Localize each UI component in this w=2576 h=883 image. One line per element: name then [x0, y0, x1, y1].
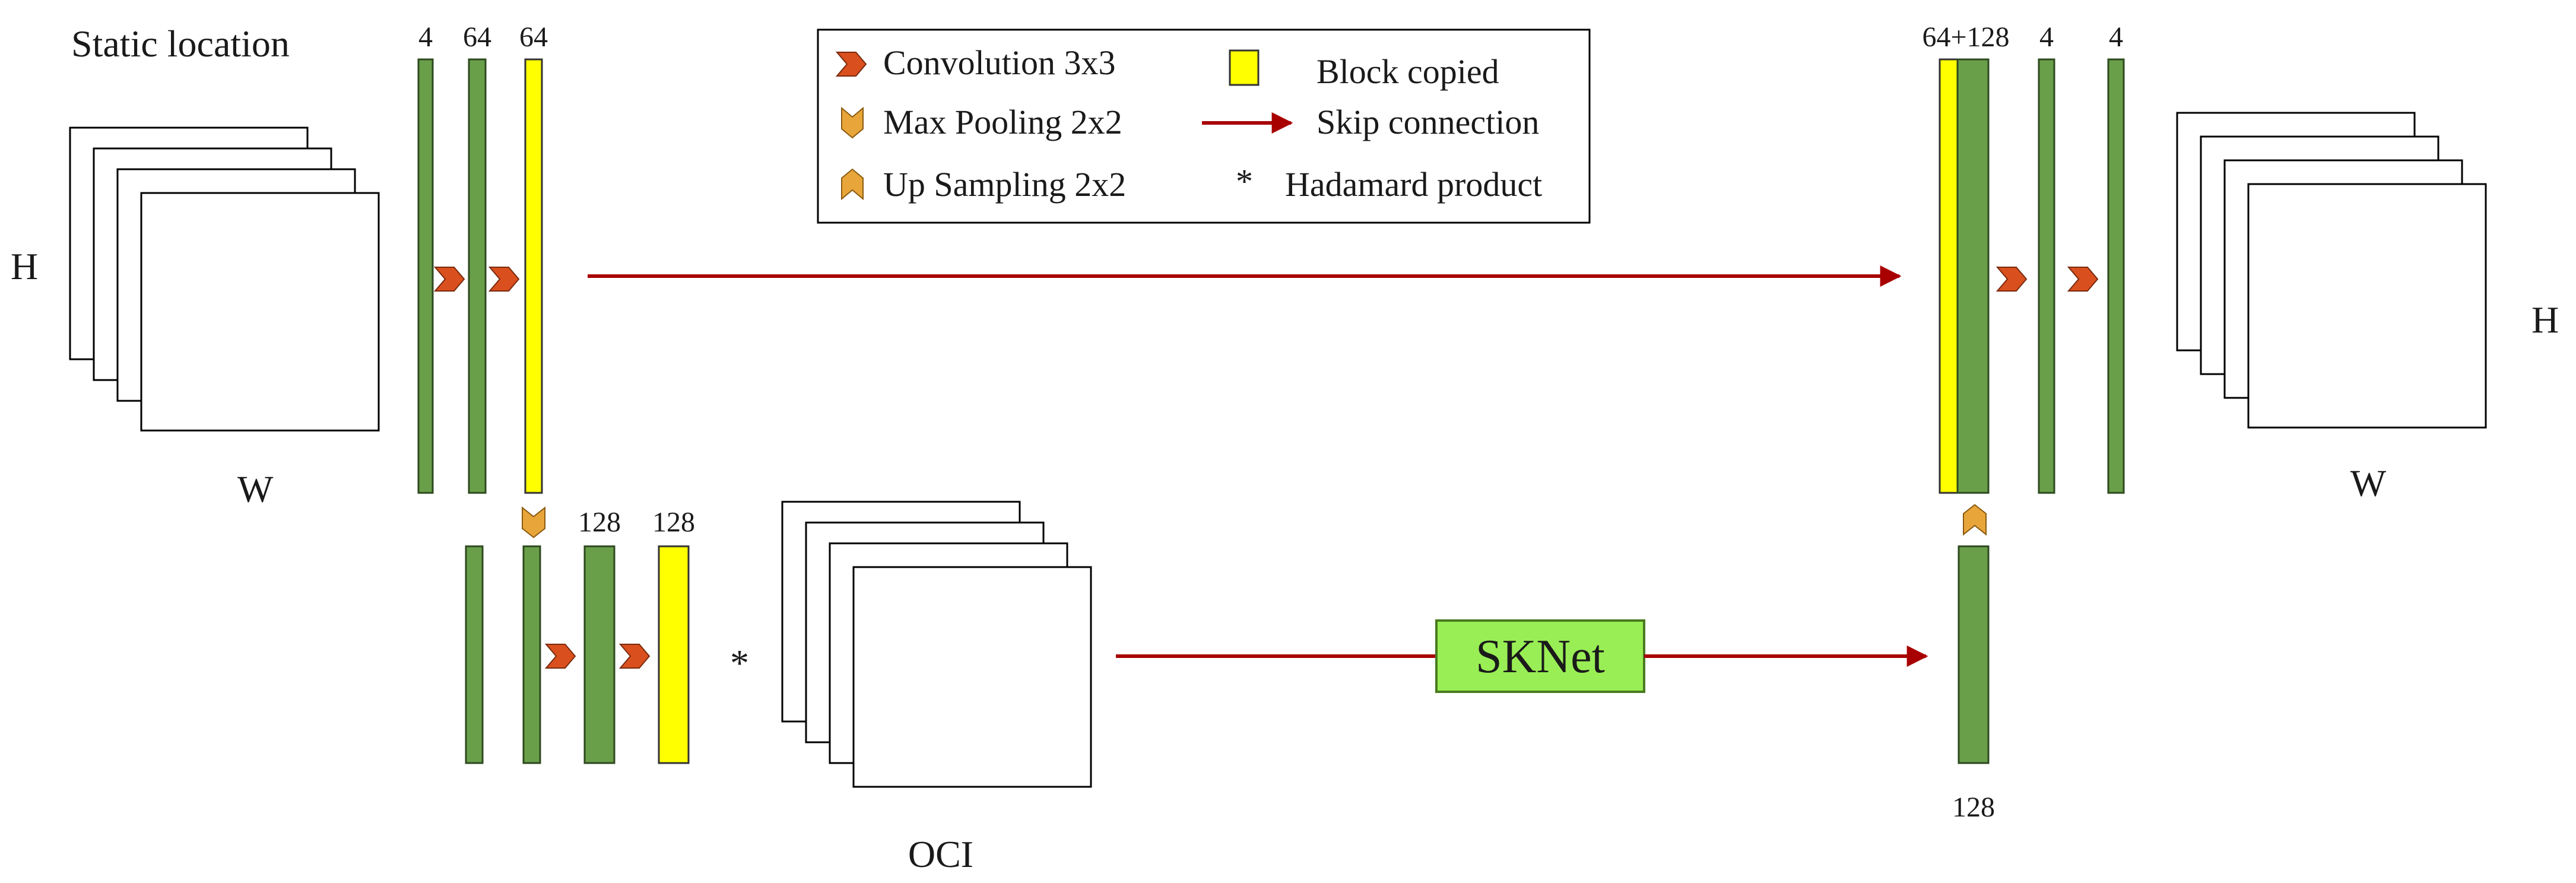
static-location-title: Static location — [71, 23, 290, 65]
sknet-label: SKNet — [1476, 631, 1605, 683]
legend-convolution-text: Convolution 3x3 — [883, 43, 1116, 82]
channel-label-64a: 64 — [463, 21, 491, 53]
channel-label-4a: 4 — [2039, 21, 2054, 53]
decoder-bar-copied — [1939, 58, 1959, 494]
output-stack — [2176, 112, 2487, 429]
hadamard-symbol: * — [730, 642, 749, 684]
encoder-bar-4 — [417, 58, 434, 494]
legend-block-copied-icon — [1229, 49, 1260, 86]
decoder-bottom-bar-128 — [1958, 545, 1990, 764]
lower-bar-pooled — [465, 545, 484, 764]
channel-label-64-128: 64+128 — [1922, 21, 2009, 53]
conv-marker-icon — [1996, 267, 2028, 292]
channel-label-128a: 128 — [578, 507, 621, 538]
legend-max-pooling-text: Max Pooling 2x2 — [883, 103, 1122, 141]
lower-bar-input — [522, 545, 541, 764]
input-width-label: W — [237, 468, 274, 510]
lower-bar-128b-copied — [658, 545, 690, 764]
decoder-bar-concat — [1956, 58, 1990, 494]
channel-label-4: 4 — [418, 21, 433, 53]
output-width-label: W — [2350, 462, 2387, 504]
legend: Convolution 3x3 Max Pooling 2x2 Up Sampl… — [817, 29, 1591, 224]
legend-max-pooling-icon — [841, 106, 864, 139]
legend-up-sampling-icon — [841, 168, 864, 201]
legend-skip-connection-text: Skip connection — [1316, 103, 1539, 141]
encoder-bar-64b-copied — [524, 58, 543, 494]
oci-label: OCI — [908, 833, 973, 875]
legend-block-copied-text: Block copied — [1316, 52, 1499, 91]
channel-label-4b: 4 — [2109, 21, 2123, 53]
legend-hadamard-text: Hadamard product — [1285, 165, 1542, 204]
decoder-bar-4a — [2038, 58, 2055, 494]
sknet-module — [1435, 619, 1645, 693]
conv-marker-icon — [488, 267, 520, 292]
decoder-bar-4b — [2107, 58, 2125, 494]
conv-marker-icon — [2067, 267, 2099, 292]
legend-hadamard-symbol: * — [1236, 162, 1253, 201]
legend-up-sampling-text: Up Sampling 2x2 — [883, 165, 1126, 204]
conv-marker-icon — [618, 644, 651, 669]
channel-label-128-bottom: 128 — [1952, 792, 1995, 823]
up-sampling-marker-icon — [1963, 504, 1987, 536]
conv-marker-icon — [544, 644, 576, 669]
input-stack — [69, 126, 380, 432]
legend-frame — [817, 29, 1591, 224]
lower-bar-128a — [583, 545, 616, 764]
input-height-label: H — [11, 245, 38, 287]
conv-marker-icon — [433, 267, 465, 292]
oci-stack — [781, 501, 1092, 788]
max-pooling-marker-icon — [522, 506, 545, 539]
encoder-bar-64a — [468, 58, 487, 494]
legend-conv-icon — [835, 52, 867, 77]
output-height-label: H — [2531, 299, 2559, 341]
channel-label-128b: 128 — [652, 507, 695, 538]
channel-label-64b: 64 — [519, 21, 548, 53]
